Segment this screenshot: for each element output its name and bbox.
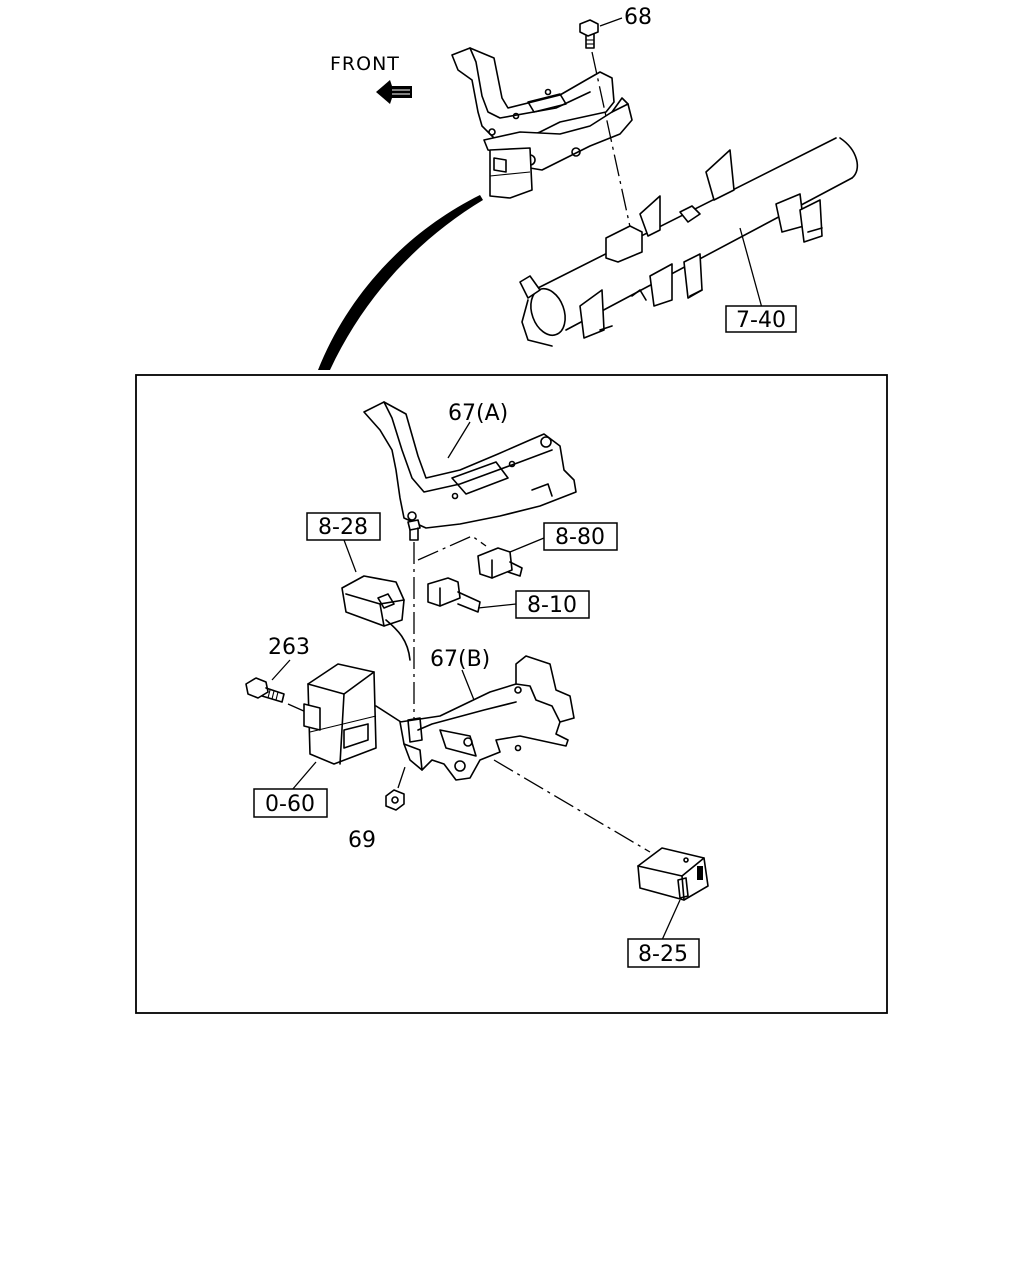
callout-67a-label: 67(A) [448,401,508,426]
front-label: FRONT [330,53,400,75]
callout-0-60-label: 0-60 [265,792,315,817]
callout-0-60: 0-60 [253,788,328,818]
crossmember-beam [519,137,859,347]
control-unit-0-60 [303,663,405,765]
detail-frame [135,374,888,1014]
callout-7-40: 7-40 [725,305,797,333]
upper-bracket-assembly [451,19,633,237]
callout-8-25: 8-25 [627,938,700,968]
callout-69-label: 69 [348,828,376,853]
bolt-263 [245,677,285,703]
relay-8-28 [341,575,411,661]
front-indicator: FRONT [330,53,412,104]
callout-8-10-label: 8-10 [527,593,577,618]
bracket-67a [363,401,577,529]
callout-263-label: 263 [268,635,310,660]
nut-69 [385,789,405,811]
callout-8-10: 8-10 [515,590,590,619]
connector-8-10 [427,577,481,613]
front-arrow-icon [376,80,412,104]
callout-8-80: 8-80 [543,522,618,551]
callout-8-25-label: 8-25 [638,942,688,967]
bracket-67b [399,655,575,781]
connector-8-80 [477,547,523,579]
detail-transfer-arrow-icon [318,195,483,370]
callout-68-label: 68 [624,5,652,30]
callout-67b-label: 67(B) [430,647,490,672]
bolt-68 [579,19,599,49]
callout-8-80-label: 8-80 [555,525,605,550]
callout-7-40-label: 7-40 [736,308,786,333]
relay-8-25 [637,847,709,901]
callout-8-28: 8-28 [306,512,381,541]
screw-small [407,519,421,541]
callout-8-28-label: 8-28 [318,515,368,540]
